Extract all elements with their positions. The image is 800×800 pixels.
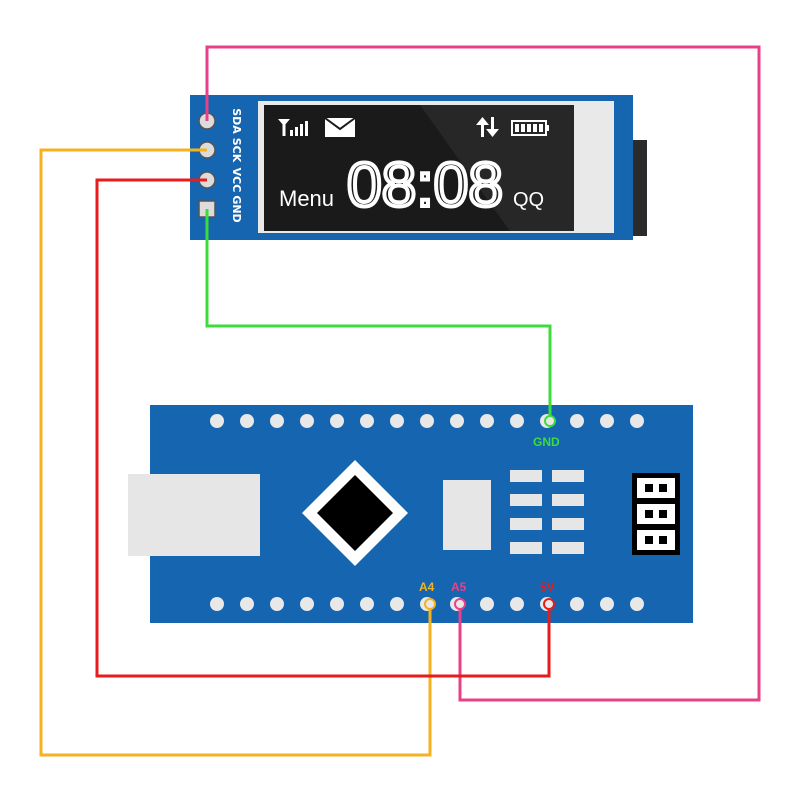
arduino-nano-board: GND A4 A5 5V: [128, 405, 693, 623]
oled-pin-labels: SDA SCK VCC GND: [230, 108, 243, 222]
header-hole: [330, 414, 344, 428]
header-hole: [420, 414, 434, 428]
gnd-wire: [205, 209, 552, 421]
header-hole: [360, 597, 374, 611]
header-hole: [300, 414, 314, 428]
header-hole: [210, 414, 224, 428]
oled-pin-label-vcc: VCC: [230, 168, 243, 193]
header-hole: [570, 597, 584, 611]
header-hole: [360, 414, 374, 428]
usb-connector: [128, 474, 260, 556]
header-hole: [330, 597, 344, 611]
oled-pin-label-gnd: GND: [230, 195, 243, 222]
clock-time: 08:08: [347, 151, 503, 220]
signal-icon: [278, 119, 308, 136]
oled-module: SDA SCK VCC GND: [190, 95, 647, 240]
header-hole: [630, 597, 644, 611]
header-hole: [210, 597, 224, 611]
sck-wire: [39, 148, 432, 757]
header-hole: [510, 414, 524, 428]
oled-pin-label-sck: SCK: [230, 138, 243, 163]
transfer-arrows-icon: [476, 117, 499, 137]
header-hole: [270, 597, 284, 611]
header-hole: [240, 597, 254, 611]
battery-icon: [511, 120, 549, 136]
wires: [39, 45, 761, 757]
sda-wire: [205, 45, 761, 702]
5v-pin-label: 5V: [540, 580, 555, 594]
header-hole: [600, 597, 614, 611]
header-hole: [570, 414, 584, 428]
header-hole: [390, 414, 404, 428]
header-hole: [510, 597, 524, 611]
regulator-block: [443, 480, 491, 550]
header-hole: [480, 597, 494, 611]
icsp-header: [632, 473, 680, 555]
header-hole: [600, 414, 614, 428]
gnd-pin-label: GND: [533, 435, 560, 449]
mail-icon: [324, 117, 356, 137]
header-hole: [390, 597, 404, 611]
oled-pin-label-sda: SDA: [230, 108, 243, 134]
header-hole: [300, 597, 314, 611]
header-hole: [450, 414, 464, 428]
smd-pads: [510, 470, 584, 554]
mcu-chip: [302, 460, 408, 566]
a4-pin-label: A4: [419, 580, 435, 594]
wire-endpoints: [424, 415, 556, 610]
top-header-row: [210, 414, 644, 428]
header-hole: [480, 414, 494, 428]
a5-pin-label: A5: [451, 580, 467, 594]
vcc-wire: [95, 178, 551, 678]
header-hole: [630, 414, 644, 428]
header-hole: [240, 414, 254, 428]
menu-label: Menu: [279, 186, 334, 211]
qq-label: QQ: [513, 189, 544, 211]
header-hole: [270, 414, 284, 428]
